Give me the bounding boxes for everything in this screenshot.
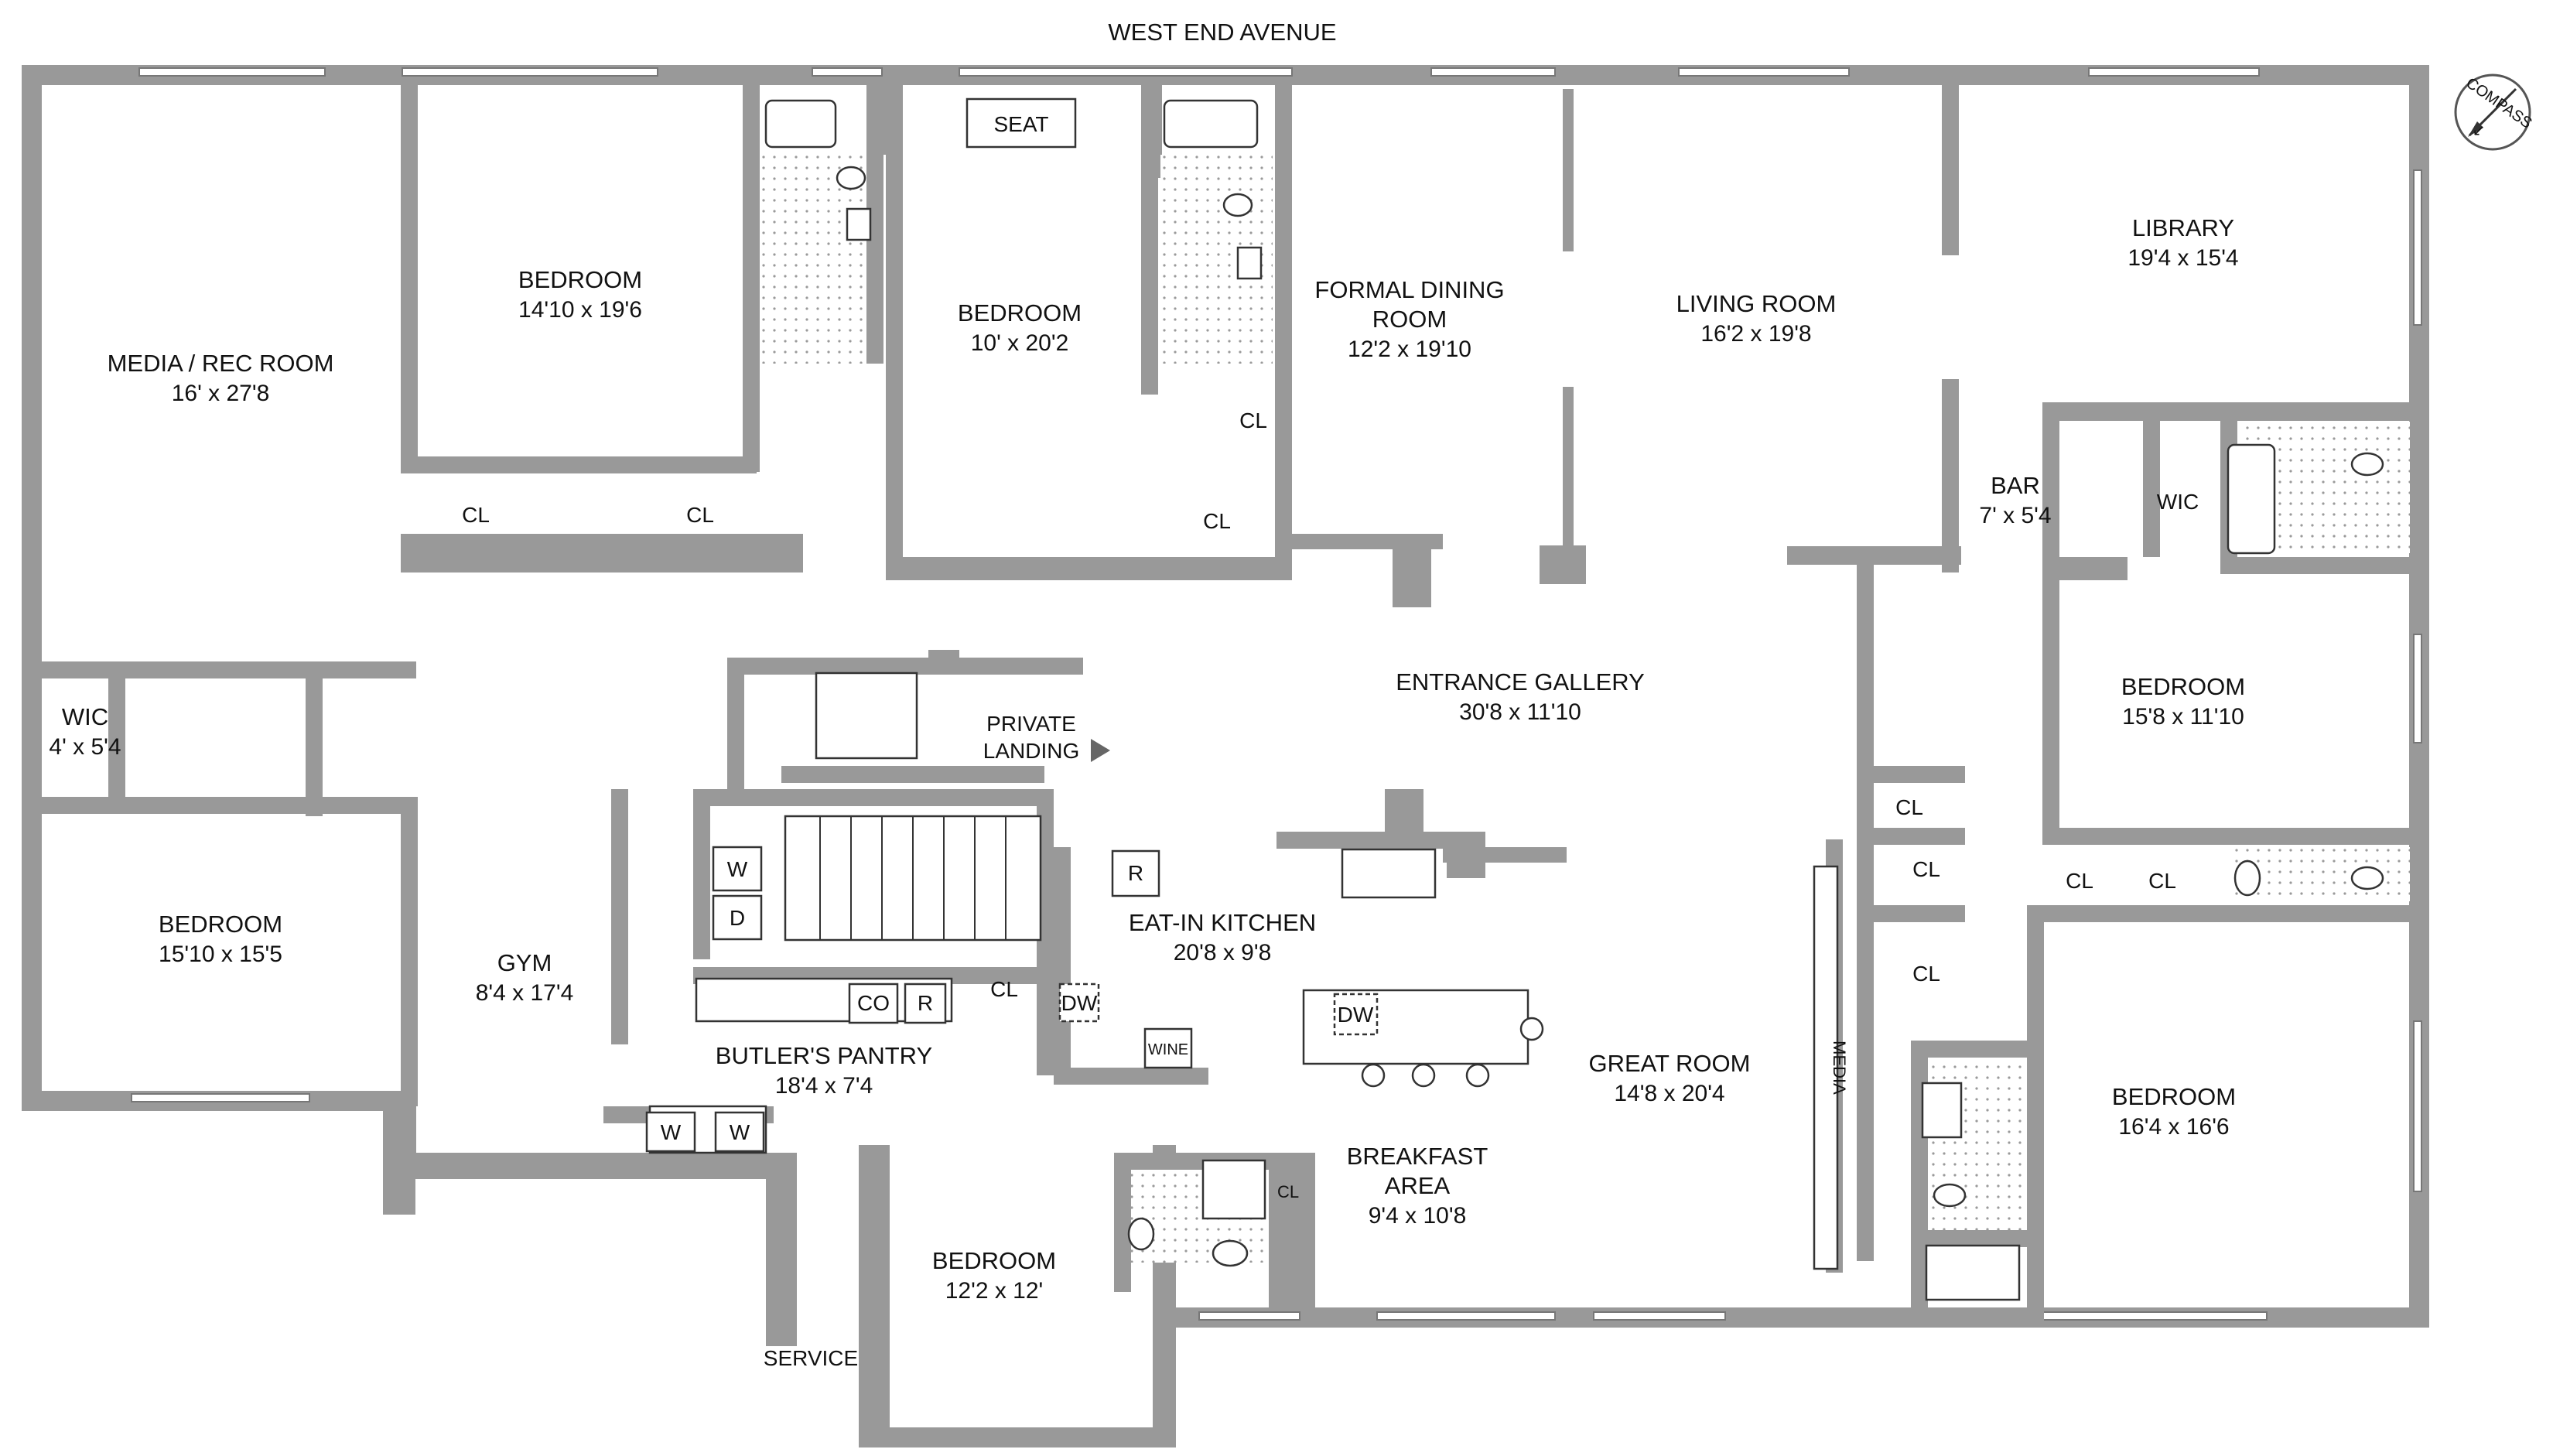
closet-label: CL — [1239, 408, 1267, 432]
room-dims-wic-left: 4' x 5'4 — [49, 734, 121, 760]
room-dims-gym: 8'4 x 17'4 — [476, 980, 574, 1006]
service-label: SERVICE — [764, 1346, 858, 1370]
room-name-bed-bottom: BEDROOM — [932, 1247, 1056, 1274]
closet-label: CL — [1277, 1182, 1299, 1201]
stove-icon — [1341, 848, 1437, 899]
closet-label: CL — [2066, 869, 2093, 893]
room-dims-bed-bottom: 12'2 x 12' — [945, 1278, 1044, 1304]
fixture-labels: SEAT CL CL CL CL CL CL CL CL CL CL CL WI… — [462, 112, 2199, 1370]
room-dims-bed-mid-right: 15'8 x 11'10 — [2122, 704, 2244, 730]
room-labels: MEDIA / REC ROOM 16' x 27'8 BEDROOM 14'1… — [49, 214, 2245, 1304]
fixtures — [648, 97, 2410, 1301]
room-name-entrance: ENTRANCE GALLERY — [1396, 668, 1645, 696]
closet-label: CL — [2148, 869, 2176, 893]
private-landing-label-2: LANDING — [983, 739, 1079, 763]
washer-label: W — [727, 857, 748, 881]
refrigerator-label: R — [918, 991, 933, 1015]
bathtub-icon — [1163, 99, 1259, 149]
room-dims-bed-lower-right: 16'4 x 16'6 — [2118, 1114, 2229, 1140]
room-name-gym: GYM — [497, 949, 552, 976]
media-label: MEDIA — [1830, 1041, 1849, 1095]
bathtub-icon — [2227, 443, 2276, 555]
sink-icon — [2233, 860, 2261, 897]
toilet-icon — [2350, 866, 2384, 890]
toilet-icon — [836, 166, 866, 190]
room-dims-breakfast: 9'4 x 10'8 — [1369, 1203, 1467, 1229]
washer-label: W — [661, 1120, 682, 1144]
room-dims-great: 14'8 x 20'4 — [1614, 1081, 1724, 1106]
arrow-right-icon — [1091, 739, 1110, 762]
coffee-label: CO — [857, 991, 890, 1015]
room-dims-bar: 7' x 5'4 — [1979, 503, 2051, 528]
media-cabinet — [1813, 865, 1839, 1270]
closet-label: CL — [1203, 509, 1231, 533]
room-name-bed-mid-right: BEDROOM — [2121, 673, 2245, 700]
elevator-icon — [815, 672, 918, 760]
closet-label: CL — [1912, 857, 1940, 881]
wine-label: WINE — [1148, 1041, 1188, 1058]
dishwasher-label: DW — [1338, 1003, 1374, 1027]
compass-north-marker: ↙ — [2473, 122, 2486, 139]
wine-fridge-icon — [1143, 1027, 1193, 1069]
room-name-bar: BAR — [1991, 472, 2040, 499]
sink-icon — [1236, 246, 1263, 280]
room-name-bed-left: BEDROOM — [159, 911, 282, 938]
room-dims-bed2: 10' x 20'2 — [971, 330, 1069, 356]
room-name-breakfast-2: AREA — [1385, 1172, 1451, 1199]
room-name-pantry: BUTLER'S PANTRY — [716, 1042, 932, 1069]
room-name-bed2: BEDROOM — [958, 299, 1082, 326]
room-name-bed-lower-right: BEDROOM — [2112, 1083, 2236, 1110]
refrigerator-label: R — [1128, 861, 1143, 885]
wic-label: WIC — [2157, 490, 2199, 514]
room-dims-media: 16' x 27'8 — [172, 381, 270, 406]
toilet-icon — [1212, 1239, 1249, 1267]
room-dims-library: 19'4 x 15'4 — [2128, 245, 2238, 271]
seat-label: SEAT — [993, 112, 1048, 136]
room-name-media: MEDIA / REC ROOM — [108, 350, 334, 377]
room-name-great: GREAT ROOM — [1589, 1050, 1751, 1077]
sink-icon — [1921, 1082, 1963, 1139]
room-name-breakfast-1: BREAKFAST — [1347, 1143, 1488, 1170]
room-name-bed1: BEDROOM — [518, 266, 642, 293]
room-name-living: LIVING ROOM — [1676, 290, 1837, 317]
shower-icon — [1201, 1159, 1266, 1220]
closet-label: CL — [462, 503, 490, 527]
sink-icon — [846, 207, 872, 241]
private-landing-label-1: PRIVATE — [986, 712, 1076, 736]
closet-label: CL — [990, 977, 1018, 1001]
room-dims-entrance: 30'8 x 11'10 — [1459, 699, 1581, 725]
room-name-dining-2: ROOM — [1372, 306, 1447, 333]
room-name-dining-1: FORMAL DINING — [1314, 276, 1504, 303]
room-dims-dining: 12'2 x 19'10 — [1348, 337, 1471, 362]
compass-icon: COMPASS ↙ — [2454, 73, 2535, 151]
room-dims-kitchen: 20'8 x 9'8 — [1174, 940, 1272, 966]
closet-label: CL — [1912, 962, 1940, 986]
street-label: WEST END AVENUE — [1108, 19, 1336, 46]
toilet-icon — [1933, 1183, 1967, 1208]
closet-label: CL — [686, 503, 714, 527]
interior-walls — [22, 85, 2414, 1327]
room-name-library: LIBRARY — [2132, 214, 2234, 241]
room-dims-living: 16'2 x 19'8 — [1700, 321, 1811, 347]
bathtub-icon — [764, 99, 837, 149]
toilet-icon — [2350, 452, 2384, 477]
room-name-kitchen: EAT-IN KITCHEN — [1129, 909, 1316, 936]
room-dims-bed1: 14'10 x 19'6 — [518, 297, 642, 323]
washer-label: W — [730, 1120, 750, 1144]
shower-icon — [1925, 1244, 2021, 1301]
room-dims-bed-left: 15'10 x 15'5 — [159, 942, 282, 967]
toilet-icon — [1222, 193, 1253, 217]
dishwasher-label: DW — [1061, 991, 1098, 1015]
dryer-label: D — [730, 906, 745, 930]
room-name-wic-left: WIC — [62, 703, 108, 730]
sink-icon — [1127, 1217, 1155, 1251]
room-dims-pantry: 18'4 x 7'4 — [775, 1073, 873, 1099]
closet-label: CL — [1895, 795, 1923, 819]
